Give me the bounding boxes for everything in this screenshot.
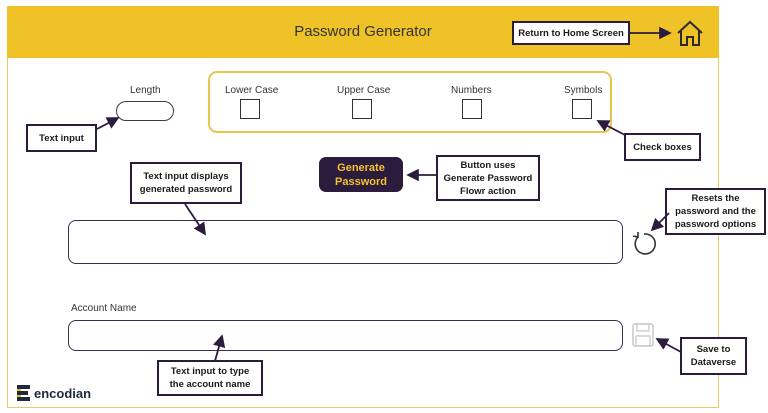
encodian-logo-text: encodian bbox=[34, 385, 92, 401]
checkbox-upper-case[interactable] bbox=[352, 99, 372, 119]
callout-type-account: Text input to type the account name bbox=[157, 360, 263, 396]
generate-password-button[interactable]: Generate Password bbox=[319, 157, 403, 192]
arrow-to-length-input bbox=[96, 117, 120, 130]
callout-resets-line3: password options bbox=[674, 219, 757, 230]
callout-resets: Resets the password and the password opt… bbox=[665, 188, 766, 235]
encodian-logo-icon bbox=[17, 385, 30, 401]
callout-button-uses-line2: Generate Password bbox=[443, 172, 533, 184]
callout-displays-password: Text input displays generated password bbox=[130, 162, 242, 204]
callout-resets-line1: Resets the bbox=[691, 193, 740, 204]
arrow-to-reset bbox=[650, 212, 670, 232]
callout-displays-password-line2: generated password bbox=[139, 184, 233, 195]
options-group bbox=[208, 71, 612, 133]
account-name-input[interactable] bbox=[68, 320, 623, 351]
generated-password-field[interactable] bbox=[68, 220, 623, 264]
callout-button-uses-line1: Button uses bbox=[460, 159, 516, 171]
callout-save-line1: Save to bbox=[696, 344, 731, 355]
length-input[interactable] bbox=[116, 101, 174, 121]
reset-icon[interactable] bbox=[629, 229, 659, 259]
arrow-to-save bbox=[655, 338, 682, 353]
generate-button-line2: Password bbox=[335, 175, 387, 188]
app-frame bbox=[7, 6, 719, 408]
home-icon[interactable] bbox=[675, 18, 705, 48]
save-icon[interactable] bbox=[632, 323, 654, 347]
callout-save: Save to Dataverse bbox=[680, 337, 747, 375]
checkbox-symbols[interactable] bbox=[572, 99, 592, 119]
option-label-upper-case: Upper Case bbox=[337, 85, 391, 96]
option-label-lower-case: Lower Case bbox=[225, 85, 279, 96]
callout-button-uses-line3: Flowr action bbox=[460, 185, 516, 197]
arrow-to-checkboxes bbox=[596, 120, 626, 136]
checkbox-lower-case[interactable] bbox=[240, 99, 260, 119]
page-title: Password Generator bbox=[294, 23, 432, 40]
checkbox-numbers[interactable] bbox=[462, 99, 482, 119]
callout-button-uses: Button uses Generate Password Flowr acti… bbox=[436, 155, 540, 201]
arrow-to-account-input bbox=[213, 334, 226, 362]
callout-text-input: Text input bbox=[26, 124, 97, 152]
generate-button-line1: Generate bbox=[337, 161, 385, 174]
callout-save-line2: Dataverse bbox=[690, 357, 737, 368]
arrow-to-password-field bbox=[184, 203, 206, 236]
callout-type-account-line1: Text input to type bbox=[170, 366, 250, 377]
callout-resets-line2: password and the bbox=[675, 206, 756, 217]
account-name-label: Account Name bbox=[71, 303, 137, 314]
callout-return-home: Return to Home Screen bbox=[512, 21, 630, 45]
length-label: Length bbox=[130, 85, 161, 96]
callout-type-account-line2: the account name bbox=[169, 379, 251, 390]
callout-text-input-text: Text input bbox=[39, 132, 84, 144]
encodian-logo: encodian bbox=[17, 384, 91, 402]
callout-check-boxes-text: Check boxes bbox=[633, 141, 692, 153]
option-label-numbers: Numbers bbox=[451, 85, 492, 96]
option-label-symbols: Symbols bbox=[564, 85, 603, 96]
callout-check-boxes: Check boxes bbox=[624, 133, 701, 161]
callout-return-home-text: Return to Home Screen bbox=[518, 27, 624, 39]
callout-displays-password-line1: Text input displays bbox=[143, 171, 229, 182]
